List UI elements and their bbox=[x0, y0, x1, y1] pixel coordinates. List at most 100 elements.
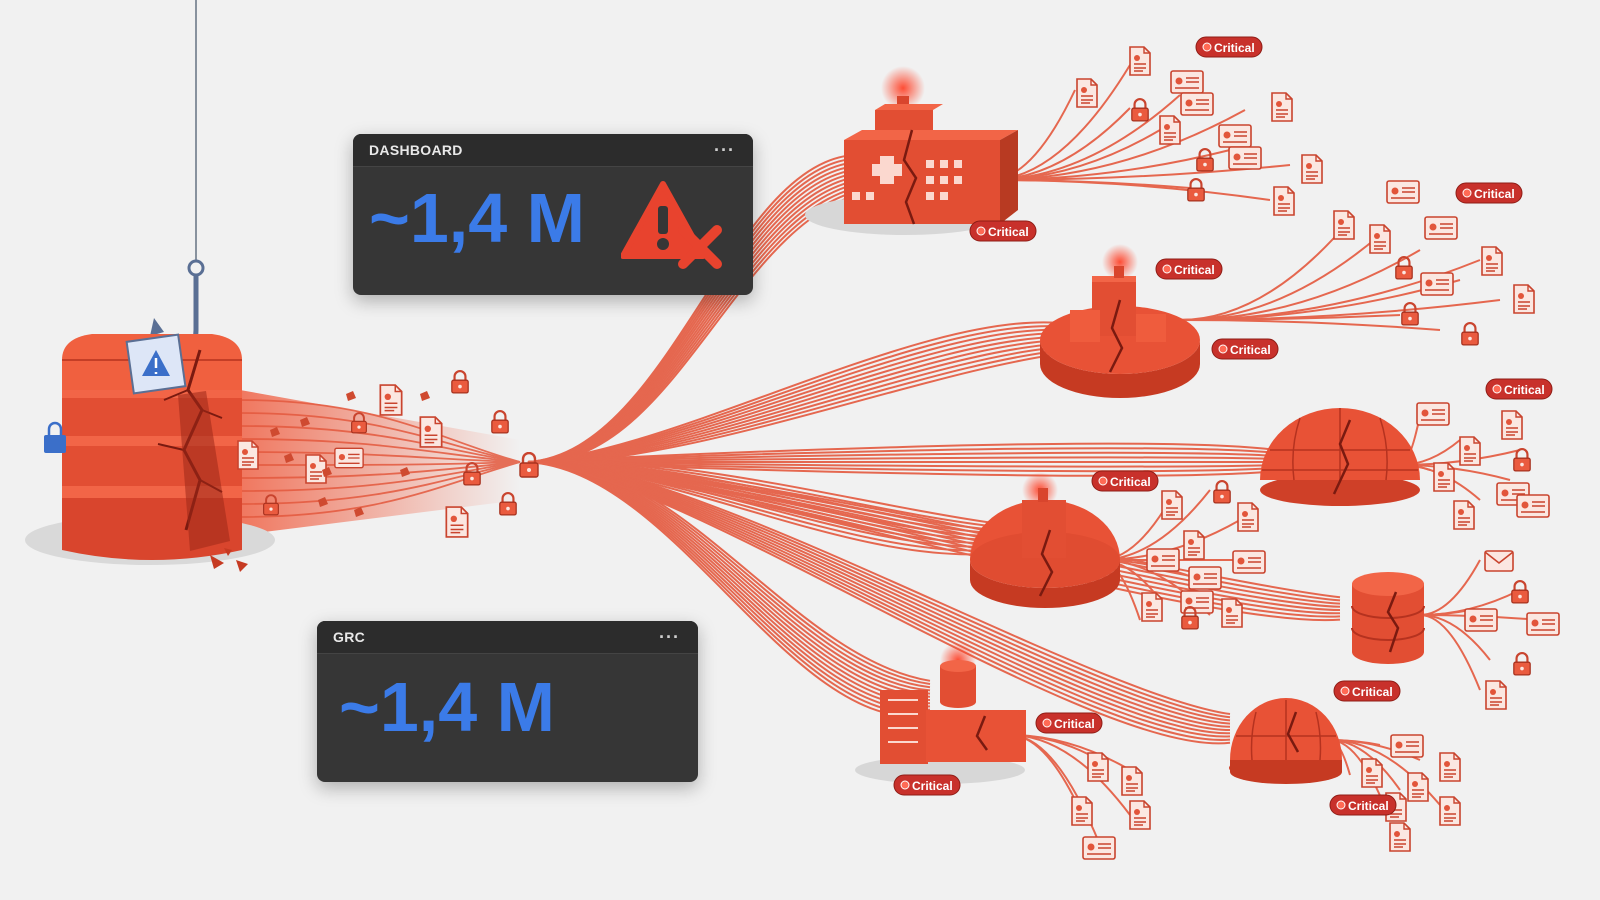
padlock-icon bbox=[1130, 98, 1150, 122]
profile-card-icon bbox=[1416, 402, 1450, 426]
critical-badge-label: Critical bbox=[988, 225, 1029, 239]
profile-card-icon bbox=[1228, 146, 1262, 170]
leak-line bbox=[239, 461, 521, 505]
padlock-icon bbox=[1212, 480, 1232, 504]
critical-badge-label: Critical bbox=[1230, 343, 1271, 357]
critical-badge: Critical bbox=[1091, 470, 1159, 492]
document-icon bbox=[1121, 766, 1143, 796]
debris-shard bbox=[322, 467, 332, 477]
grc-panel-title: GRC bbox=[333, 629, 366, 645]
leaked-files bbox=[237, 370, 518, 538]
critical-badge-label: Critical bbox=[1504, 383, 1545, 397]
connection-line bbox=[527, 460, 1231, 715]
leak-line bbox=[239, 461, 521, 518]
connection-line bbox=[527, 335, 1071, 463]
dashboard-panel-title: DASHBOARD bbox=[369, 142, 463, 158]
connection-line bbox=[527, 461, 1231, 745]
padlock-icon bbox=[490, 410, 510, 434]
grc-panel: GRC ··· ~1,4 M bbox=[317, 621, 698, 782]
profile-card-icon bbox=[1420, 272, 1454, 296]
debris-shard bbox=[270, 427, 280, 437]
profile-card-icon bbox=[1516, 494, 1550, 518]
profile-card-icon bbox=[1526, 612, 1560, 636]
connection-line bbox=[527, 460, 1231, 719]
connection-line bbox=[527, 460, 1341, 599]
grc-panel-value: ~1,4 M bbox=[339, 668, 555, 746]
campus-building-icon bbox=[1040, 244, 1200, 398]
document-icon bbox=[1141, 592, 1163, 622]
dashboard-panel-menu-button[interactable]: ··· bbox=[714, 140, 735, 160]
debris-shard bbox=[400, 467, 410, 477]
critical-badge-label: Critical bbox=[1474, 187, 1515, 201]
document-icon bbox=[445, 506, 469, 538]
globe-dome-icon bbox=[1260, 408, 1420, 506]
profile-card-icon bbox=[1464, 608, 1498, 632]
debris-shard bbox=[284, 453, 294, 463]
critical-badge: Critical bbox=[969, 220, 1037, 242]
leak-line bbox=[239, 412, 521, 463]
critical-badge-label: Critical bbox=[1054, 717, 1095, 731]
document-icon bbox=[1453, 500, 1475, 530]
critical-badge: Critical bbox=[1333, 680, 1401, 702]
debris-shard bbox=[300, 417, 310, 427]
connection-line bbox=[527, 461, 931, 718]
profile-card-icon bbox=[1218, 124, 1252, 148]
critical-badge: Critical bbox=[1035, 712, 1103, 734]
document-icon bbox=[334, 447, 364, 469]
padlock-icon bbox=[450, 370, 470, 394]
document-icon bbox=[1389, 822, 1411, 852]
profile-card-icon bbox=[1390, 734, 1424, 758]
warning-icon bbox=[125, 333, 187, 395]
leak-line bbox=[239, 451, 521, 463]
critical-badge-label: Critical bbox=[1174, 263, 1215, 277]
document-icon bbox=[305, 454, 327, 484]
grc-panel-menu-button[interactable]: ··· bbox=[659, 627, 680, 647]
critical-badges: CriticalCriticalCriticalCriticalCritical… bbox=[893, 36, 1553, 816]
connection-line bbox=[527, 351, 1071, 464]
connection-line bbox=[527, 460, 1231, 722]
padlock-icon bbox=[1400, 302, 1420, 326]
padlock-icon bbox=[1186, 178, 1206, 202]
breached-server-icon bbox=[25, 333, 275, 572]
document-icon bbox=[1271, 92, 1293, 122]
document-icon bbox=[1513, 284, 1535, 314]
profile-card-icon bbox=[1232, 550, 1266, 574]
database-icon bbox=[1351, 572, 1425, 664]
leak-line bbox=[239, 438, 521, 463]
debris-shard bbox=[318, 497, 328, 507]
leak-line bbox=[239, 461, 521, 466]
document-icon bbox=[1369, 224, 1391, 254]
document-icon bbox=[1273, 186, 1295, 216]
dashboard-panel-header: DASHBOARD ··· bbox=[353, 134, 753, 167]
critical-badge-label: Critical bbox=[1214, 41, 1255, 55]
padlock-icon bbox=[1460, 322, 1480, 346]
padlock-icon bbox=[1510, 580, 1530, 604]
data-leak-stream bbox=[240, 390, 520, 535]
document-icon bbox=[1333, 210, 1355, 240]
profile-card-icon bbox=[1424, 216, 1458, 240]
hospital-building-icon bbox=[805, 66, 1018, 235]
document-icon bbox=[1301, 154, 1323, 184]
document-icon bbox=[1407, 772, 1429, 802]
document-icon bbox=[1439, 752, 1461, 782]
document-icon bbox=[1087, 752, 1109, 782]
document-icon bbox=[1439, 796, 1461, 826]
document-icon bbox=[1161, 490, 1183, 520]
connection-lines bbox=[527, 64, 1541, 846]
alert-warning-icon bbox=[621, 181, 722, 269]
padlock-icon bbox=[1195, 148, 1215, 172]
document-icon bbox=[1221, 598, 1243, 628]
profile-card-icon bbox=[1386, 180, 1420, 204]
critical-badge-label: Critical bbox=[912, 779, 953, 793]
record-link bbox=[989, 179, 1271, 201]
leak-line bbox=[239, 425, 521, 463]
leak-line bbox=[239, 461, 521, 492]
document-icon bbox=[1433, 462, 1455, 492]
padlock-icon bbox=[1512, 652, 1532, 676]
debris-shard bbox=[354, 507, 364, 517]
data-center-icon bbox=[855, 642, 1026, 784]
document-icon bbox=[1361, 758, 1383, 788]
critical-badge: Critical bbox=[1211, 338, 1279, 360]
document-icon bbox=[1481, 246, 1503, 276]
connection-line bbox=[527, 460, 1231, 725]
